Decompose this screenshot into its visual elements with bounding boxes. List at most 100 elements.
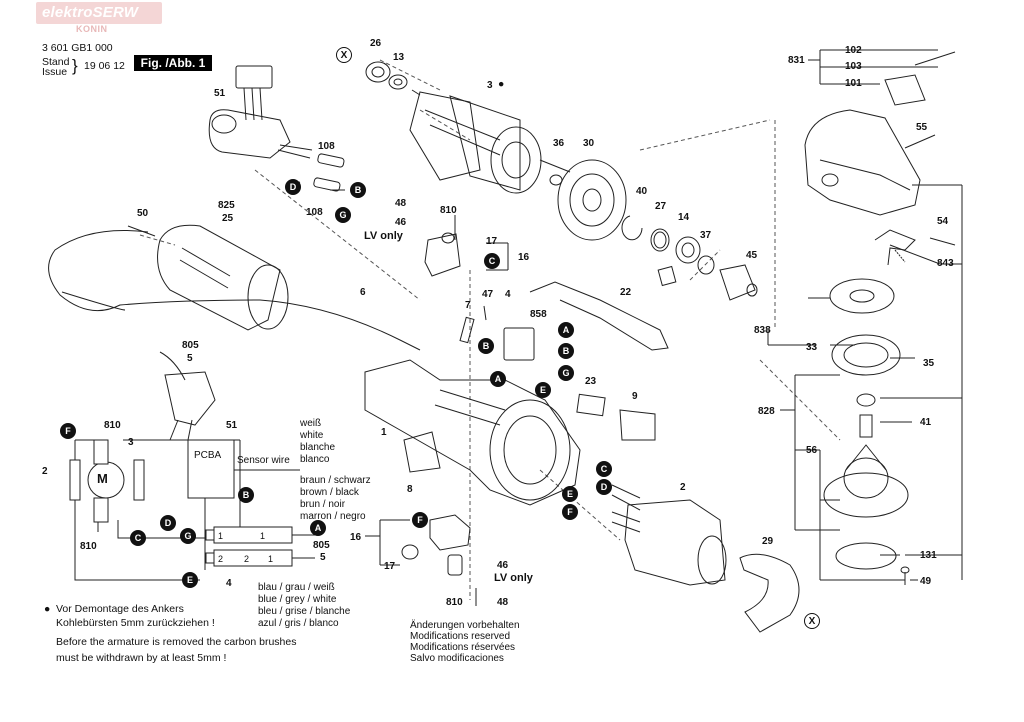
part-label-2: 2 [680, 482, 686, 493]
part-label-36: 36 [553, 138, 565, 149]
watermark-logo: elektroSERW [36, 2, 162, 24]
part-label-51: 51 [214, 88, 226, 99]
wiring-marker-c: C [130, 530, 146, 546]
part-label-48-lower: 48 [497, 597, 509, 608]
marker-a-right: A [558, 322, 574, 338]
part-label-4: 4 [505, 289, 511, 300]
part-label-26: 26 [370, 38, 382, 49]
note-de-1: Vor Demontage des Ankers [56, 603, 184, 615]
figure-label: Fig. /Abb. 1 [134, 55, 212, 71]
watermark-city: KONIN [76, 24, 108, 34]
stand-label: Stand [42, 56, 70, 68]
part-label-810: 810 [440, 205, 457, 216]
issue-label: Issue [42, 66, 68, 78]
wire-color-black-de: braun / schwarz [300, 475, 371, 486]
part-label-27: 27 [655, 201, 667, 212]
marker-b-switch: B [478, 338, 494, 354]
part-label-8: 8 [407, 484, 413, 495]
note-de-2: Kohlebürsten 5mm zurückziehen ! [56, 617, 215, 629]
wiring-marker-a: A [310, 520, 326, 536]
part-label-45: 45 [746, 250, 758, 261]
wiring-num-5: 5 [320, 552, 326, 563]
wire-color-white-en: white [300, 430, 324, 441]
wire-color-grey-de: blau / grau / weiß [258, 582, 335, 593]
part-label-30: 30 [583, 138, 595, 149]
wiring-num-810-top: 810 [104, 420, 121, 431]
part-label-22: 22 [620, 287, 632, 298]
part-label-17-lower: 17 [384, 561, 396, 572]
sensor-wire-label: Sensor wire [237, 455, 290, 466]
part-label-33: 33 [806, 342, 818, 353]
switch-terminal-2b: 2 [244, 554, 250, 564]
part-label-9: 9 [632, 391, 638, 402]
wiring-num-3: 3 [128, 437, 134, 448]
part-label-16-lower: 16 [350, 532, 362, 543]
part-label-55: 55 [916, 122, 928, 133]
part-label-831: 831 [788, 55, 805, 66]
wire-color-grey-fr: bleu / grise / blanche [258, 606, 351, 617]
part-label-838: 838 [754, 325, 771, 336]
issue-date: 19 06 12 [84, 60, 125, 72]
marker-x-top: X [336, 47, 352, 63]
part-label-41: 41 [920, 417, 932, 428]
part-label-805: 805 [182, 340, 199, 351]
wiring-num-4: 4 [226, 578, 232, 589]
wiring-marker-f: F [60, 423, 76, 439]
switch-terminal-1b: 1 [260, 531, 266, 541]
modifications-es: Salvo modificaciones [410, 653, 504, 664]
part-label-56: 56 [806, 445, 818, 456]
wire-color-grey-es: azul / gris / blanco [258, 618, 339, 629]
wiring-num-805: 805 [313, 540, 330, 551]
part-label-825: 825 [218, 200, 235, 211]
part-label-23: 23 [585, 376, 597, 387]
note-en-2: must be withdrawn by at least 5mm ! [56, 652, 227, 664]
wiring-num-51: 51 [226, 420, 238, 431]
part-label-101: 101 [845, 78, 862, 89]
lv-only-lower: LV only [494, 572, 533, 584]
marker-a-switch: A [490, 371, 506, 387]
wiring-marker-b: B [238, 487, 254, 503]
modifications-fr: Modifications réservées [410, 642, 516, 653]
wire-color-black-en: brown / black [300, 487, 359, 498]
brace: } [72, 56, 78, 75]
motor-symbol: M [97, 471, 108, 486]
part-label-3: 3 [487, 80, 493, 91]
marker-e-stator: E [562, 486, 578, 502]
part-label-5: 5 [187, 353, 193, 364]
wire-color-black-es: marron / negro [300, 511, 366, 522]
part-label-102: 102 [845, 45, 862, 56]
part-label-131: 131 [920, 550, 937, 561]
marker-f-lower: F [412, 512, 428, 528]
wire-color-white-es: blanco [300, 454, 330, 465]
part-label-6: 6 [360, 287, 366, 298]
pcba-label: PCBA [194, 450, 222, 461]
part-label-47: 47 [482, 289, 494, 300]
part-label-40: 40 [636, 186, 648, 197]
part-label-35: 35 [923, 358, 935, 369]
switch-terminal-1: 1 [218, 531, 224, 541]
wire-color-black-fr: brun / noir [300, 499, 346, 510]
part-label-828: 828 [758, 406, 775, 417]
switch-terminal-2: 2 [218, 554, 224, 564]
marker-e-right: E [535, 382, 551, 398]
part-label-108-bottom: 108 [306, 207, 323, 218]
part-label-1: 1 [381, 427, 387, 438]
wiring-num-810-bottom: 810 [80, 541, 97, 552]
part-label-46-lower: 46 [497, 560, 509, 571]
wiring-marker-d: D [160, 515, 176, 531]
note-bullet-icon: ● [44, 603, 51, 615]
wiring-marker-e: E [182, 572, 198, 588]
part-label-46: 46 [395, 217, 407, 228]
modifications-en: Modifications reserved [410, 631, 511, 642]
part-label-48: 48 [395, 198, 407, 209]
part-label-13: 13 [393, 52, 405, 63]
part-label-843: 843 [937, 258, 954, 269]
marker-c-top: C [484, 253, 500, 269]
part-label-37: 37 [700, 230, 712, 241]
part-label-108-top: 108 [318, 141, 335, 152]
lv-only-top: LV only [364, 230, 403, 242]
part-label-810-lower: 810 [446, 597, 463, 608]
wire-color-white-fr: blanche [300, 442, 336, 453]
wiring-num-2: 2 [42, 466, 48, 477]
